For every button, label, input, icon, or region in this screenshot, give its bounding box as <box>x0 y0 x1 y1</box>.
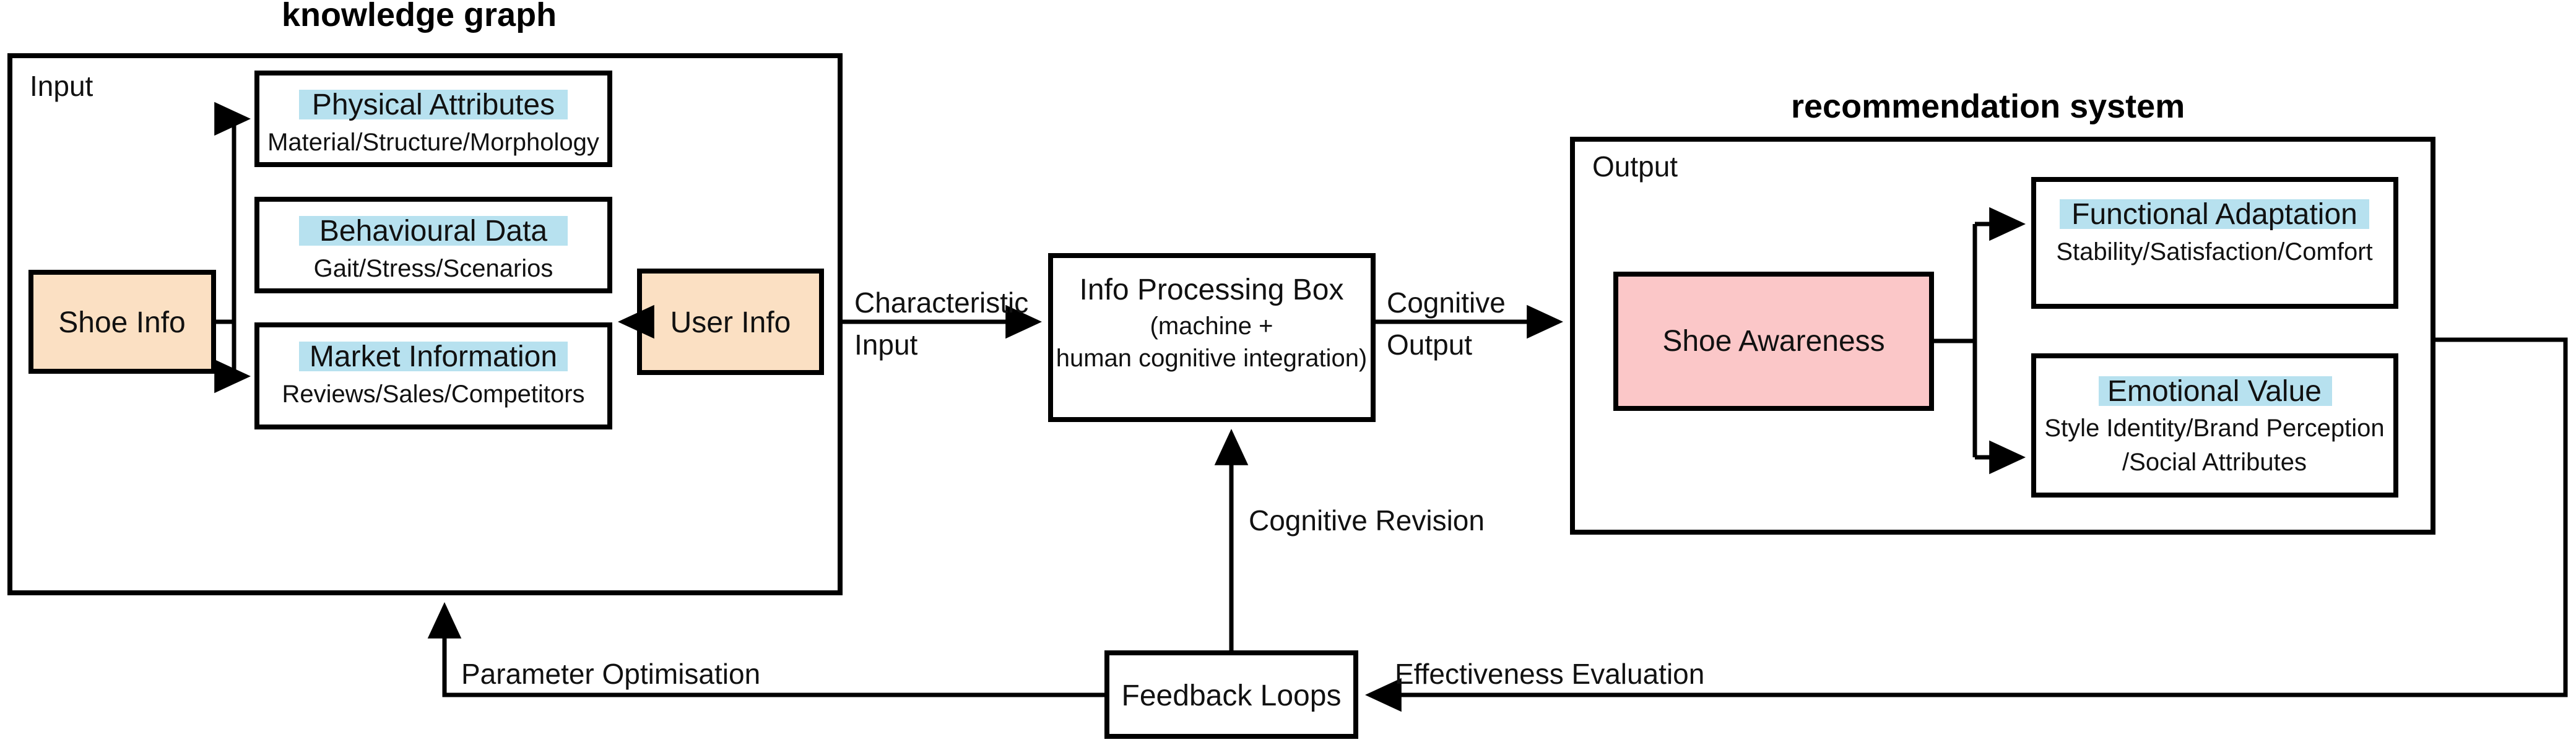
effectiveness-evaluation-label: Effectiveness Evaluation <box>1395 658 1704 690</box>
physical-attributes-heading: Physical Attributes <box>312 88 555 121</box>
shoe-awareness-label: Shoe Awareness <box>1662 325 1884 358</box>
feedback-loops-label: Feedback Loops <box>1122 679 1342 712</box>
functional-adaptation-highlight <box>2060 199 2369 229</box>
behavioural-data-detail: Gait/Stress/Scenarios <box>314 255 553 282</box>
info-processing-box-line3: human cognitive integration) <box>1056 345 1368 372</box>
cognitive-output-label-line1: Cognitive <box>1387 287 1506 319</box>
info-processing-box-line1: Info Processing Box <box>1080 274 1344 306</box>
knowledge-graph-title: knowledge graph <box>282 0 557 33</box>
shoe-awareness-box[interactable] <box>1613 272 1934 411</box>
edge-parameter-optimisation <box>427 602 1107 697</box>
physical-attributes-highlight <box>299 90 568 119</box>
emotional-value-highlight <box>2099 376 2332 406</box>
shoe-info-label: Shoe Info <box>58 306 186 339</box>
info-processing-box-line2: (machine + <box>1150 312 1273 340</box>
input-container <box>7 53 843 595</box>
cognitive-output-label-line2: Output <box>1387 329 1472 361</box>
market-information-detail: Reviews/Sales/Competitors <box>282 381 584 408</box>
emotional-value-detail-line1: Style Identity/Brand Perception <box>2044 415 2384 442</box>
cognitive-revision-label: Cognitive Revision <box>1249 504 1485 537</box>
behavioural-data-heading: Behavioural Data <box>319 215 548 248</box>
physical-attributes-detail: Material/Structure/Morphology <box>267 129 599 156</box>
emotional-value-heading: Emotional Value <box>2107 375 2322 408</box>
input-container-label: Input <box>30 70 93 102</box>
edge-effectiveness-evaluation <box>1365 337 2568 712</box>
behavioural-data-highlight <box>299 216 568 246</box>
parameter-optimisation-label: Parameter Optimisation <box>461 658 760 690</box>
market-information-highlight <box>299 342 568 371</box>
market-information-heading: Market Information <box>310 340 557 373</box>
functional-adaptation-detail: Stability/Satisfaction/Comfort <box>2056 238 2372 265</box>
shoe-info-box[interactable] <box>28 270 216 374</box>
functional-adaptation-heading: Functional Adaptation <box>2071 198 2357 231</box>
output-container <box>1570 137 2435 535</box>
emotional-value-detail-line2: /Social Attributes <box>2122 449 2307 476</box>
recommendation-system-title: recommendation system <box>1791 88 2185 125</box>
characteristic-input-label-line2: Input <box>854 329 918 361</box>
output-container-label: Output <box>1592 150 1678 183</box>
characteristic-input-label-line1: Characteristic <box>854 287 1028 319</box>
info-processing-box[interactable] <box>1048 253 1376 422</box>
user-info-label: User Info <box>670 306 791 339</box>
